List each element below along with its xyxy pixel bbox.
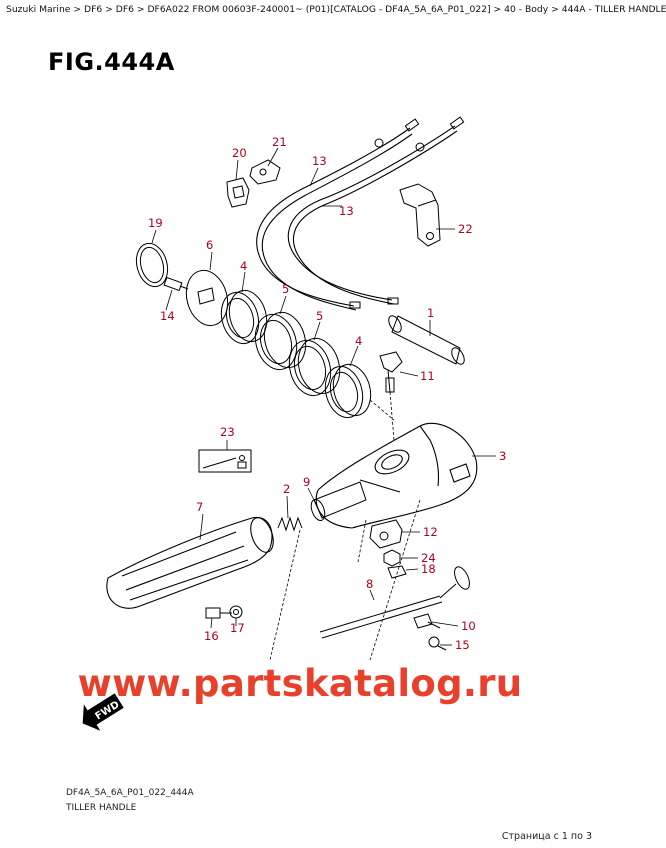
spring-2 [277,516,303,532]
callout-20[interactable]: 20 [232,146,247,160]
callout-11[interactable]: 11 [420,369,435,383]
callout-17[interactable]: 17 [230,621,245,635]
callout-3[interactable]: 3 [499,449,506,463]
bracket-22 [399,183,441,247]
parts-diagram: FWD 21 20 13 13 22 19 6 4 5 5 4 14 1 11 … [82,116,506,731]
callout-5-upper[interactable]: 5 [282,282,289,296]
control-cable-13 [256,116,465,311]
bushing-4-lower [324,363,372,419]
figure-title: FIG.444A [48,48,175,76]
callout-7[interactable]: 7 [196,500,203,514]
callout-12[interactable]: 12 [423,525,438,539]
bushing-4-upper [220,289,268,345]
callout-4-lower[interactable]: 4 [355,334,362,348]
nut-24 [383,549,401,567]
callout-23[interactable]: 23 [220,425,235,439]
callout-4-upper[interactable]: 4 [240,259,247,273]
label-23 [198,449,252,473]
callout-8[interactable]: 8 [366,577,373,591]
callout-2[interactable]: 2 [283,482,290,496]
bracket-12 [369,519,403,549]
tiller-handle-3 [315,422,478,529]
callout-16[interactable]: 16 [204,629,219,643]
callout-19[interactable]: 19 [148,216,163,230]
callout-22[interactable]: 22 [458,222,473,236]
grip-sleeve-1 [388,315,465,365]
callout-14[interactable]: 14 [160,309,175,323]
callout-13-lower[interactable]: 13 [339,204,354,218]
plate-6 [185,269,229,327]
callout-21[interactable]: 21 [272,135,287,149]
bolt-16 [205,607,232,619]
snap-ring-19 [135,242,169,288]
screw-15 [428,636,447,651]
clip-18 [387,565,407,579]
bushing-5-upper [254,311,307,371]
throttle-cable-8 [319,566,470,639]
page-indicator: Страница с 1 по 3 [501,831,592,842]
throttle-grip-9 [310,481,367,522]
tiller-grip-7 [106,516,274,609]
figure-name: TILLER HANDLE [66,803,137,813]
bolt-14 [163,276,189,292]
callout-10[interactable]: 10 [461,619,476,633]
callout-6[interactable]: 6 [206,238,213,252]
throttle-knob-11 [379,351,403,393]
figure-code: DF4A_5A_6A_P01_022_444A [66,788,194,798]
cable-bracket-21 [249,159,281,185]
watermark[interactable]: www.partskatalog.ru [77,662,523,705]
callout-18[interactable]: 18 [421,562,436,576]
callout-5-lower[interactable]: 5 [316,309,323,323]
cable-clip-20 [226,177,250,208]
callout-24[interactable]: 24 [421,551,436,565]
callout-13-upper[interactable]: 13 [312,154,327,168]
breadcrumb[interactable]: Suzuki Marine > DF6 > DF6 > DF6A022 FROM… [6,4,666,15]
callout-1[interactable]: 1 [427,306,434,320]
callout-9[interactable]: 9 [303,475,310,489]
callout-15[interactable]: 15 [455,638,470,652]
screw-10 [413,613,441,629]
washer-17 [229,605,243,619]
